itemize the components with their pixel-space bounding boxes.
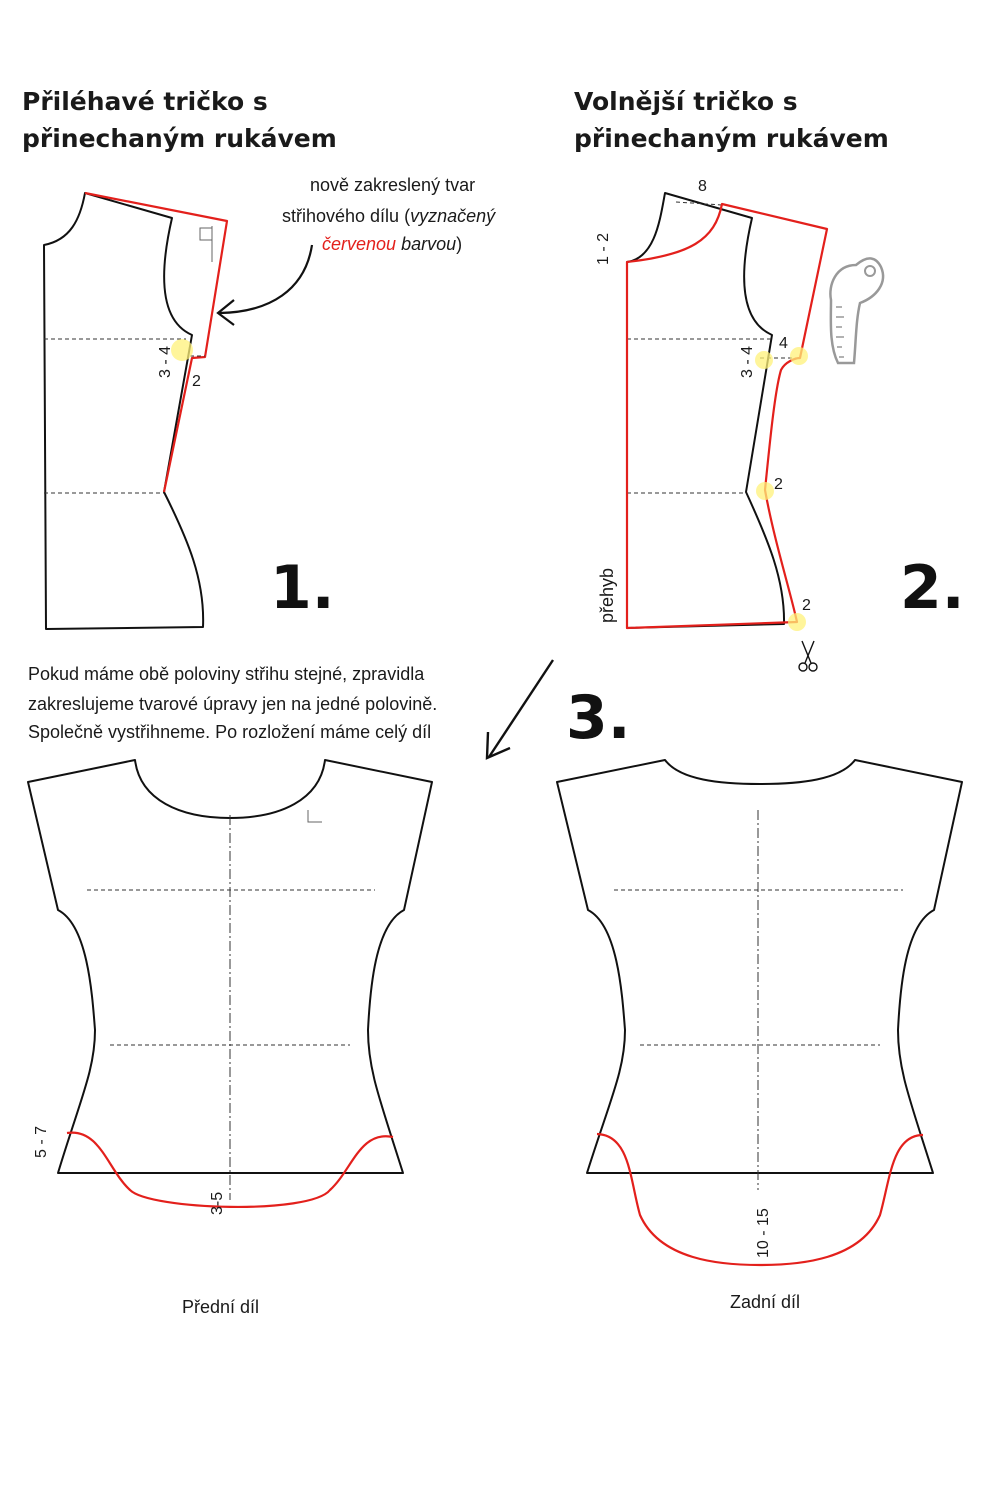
pattern-2: 8 1 - 2 3 - 4 4 2 2 přehyb bbox=[595, 178, 829, 672]
annotation-line1: nově zakreslený tvar bbox=[310, 175, 475, 195]
arrow-icon bbox=[485, 659, 555, 760]
pattern-2-armhole-left-measure: 3 - 4 bbox=[739, 346, 756, 378]
pattern-1-armhole-measure: 3 - 4 bbox=[157, 346, 174, 378]
pattern-2-neck-measure: 1 - 2 bbox=[595, 233, 612, 265]
annotation-line2: střihového dílu (vyznačený bbox=[282, 206, 496, 226]
back-hem-curve bbox=[596, 1132, 924, 1267]
section1-title-line2: přinechaným rukávem bbox=[22, 124, 337, 153]
back-piece-outline bbox=[556, 759, 963, 1174]
pattern-2-new-shape bbox=[625, 202, 829, 630]
section2-number: 2. bbox=[900, 553, 965, 623]
highlight-armhole-1 bbox=[171, 339, 193, 361]
back-center-measure: 10 - 15 bbox=[755, 1208, 772, 1258]
pattern-2-armhole-right-measure: 4 bbox=[779, 335, 788, 352]
section3-text-line3: Společně vystřihneme. Po rozložení máme … bbox=[28, 722, 431, 742]
annotation-line3: červenou barvou) bbox=[322, 234, 462, 254]
back-piece-label: Zadní díl bbox=[730, 1292, 800, 1312]
front-center-measure: 3-5 bbox=[209, 1192, 226, 1215]
section1-title-line1: Přiléhavé tričko s bbox=[22, 87, 268, 116]
annotation: nově zakreslený tvar střihového dílu (vy… bbox=[216, 175, 496, 326]
section2-title-line1: Volnější tričko s bbox=[574, 87, 798, 116]
pattern-1-outline bbox=[43, 192, 205, 630]
pattern-1: 3 - 4 2 bbox=[43, 191, 229, 630]
right-angle-mark bbox=[199, 226, 213, 262]
curve-ruler-icon bbox=[829, 257, 885, 365]
section3-number: 3. bbox=[566, 683, 631, 753]
pattern-1-side-measure: 2 bbox=[192, 373, 201, 390]
front-side-measure: 5 - 7 bbox=[33, 1126, 50, 1158]
pattern-2-waist-measure: 2 bbox=[774, 476, 783, 493]
back-piece: 10 - 15 bbox=[556, 759, 963, 1267]
scissors-icon bbox=[798, 640, 818, 672]
pattern-2-hem-measure: 2 bbox=[802, 597, 811, 614]
front-piece: 5 - 7 3-5 bbox=[27, 759, 433, 1215]
pattern-1-new-shape bbox=[84, 191, 229, 493]
fold-label: přehyb bbox=[597, 568, 617, 623]
section1-number: 1. bbox=[270, 553, 335, 623]
pattern-2-outline bbox=[626, 192, 786, 629]
front-hem-curve bbox=[66, 1131, 394, 1209]
arrow-icon bbox=[216, 244, 314, 326]
pattern-2-shoulder-measure: 8 bbox=[698, 178, 707, 195]
section2-title-line2: přinechaným rukávem bbox=[574, 124, 889, 153]
front-piece-label: Přední díl bbox=[182, 1297, 259, 1317]
section3-text-line1: Pokud máme obě poloviny střihu stejné, z… bbox=[28, 664, 425, 684]
section3-text-line2: zakreslujeme tvarové úpravy jen na jedné… bbox=[28, 694, 437, 714]
